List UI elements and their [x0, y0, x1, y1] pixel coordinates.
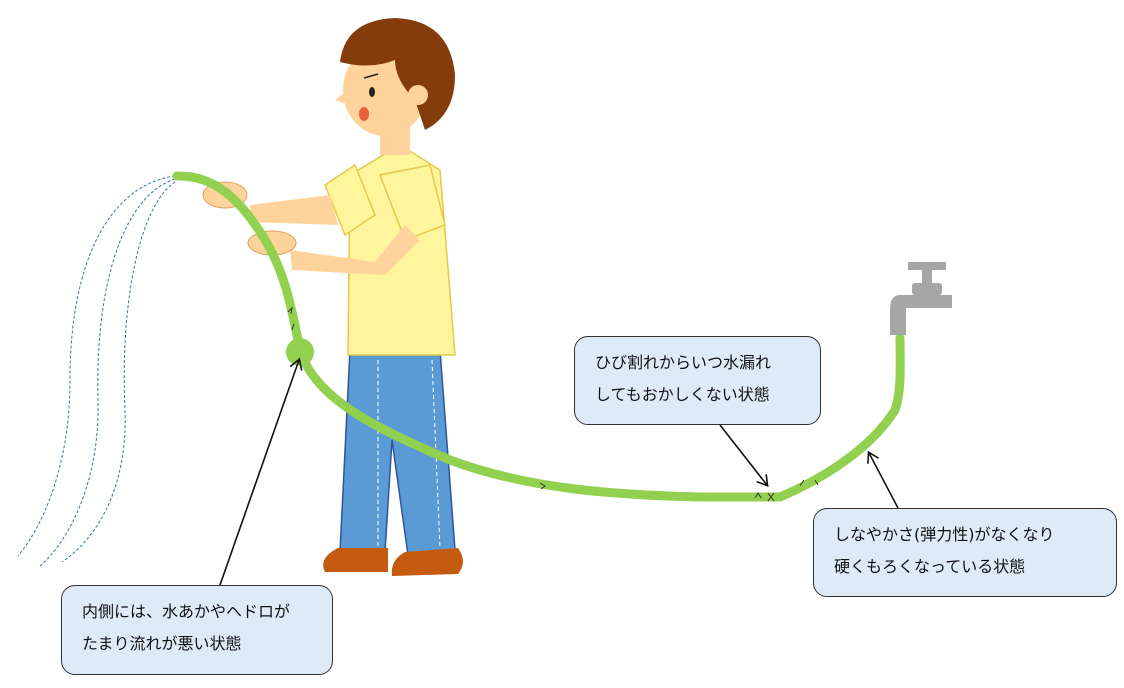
- crack-arrow: [719, 424, 769, 488]
- callout-line: ひび割れからいつ水漏れ: [595, 353, 772, 372]
- callout-line: しなやかさ(弾力性)がなくなり: [834, 525, 1055, 544]
- callout-line: 硬くもろくなっている状態: [834, 557, 1026, 576]
- callout-line: 内側には、水あかやヘドロが: [82, 602, 291, 621]
- faucet: [890, 262, 952, 335]
- water-spray: [17, 175, 176, 567]
- callout-line: してもおかしくない状態: [595, 385, 770, 404]
- person: [202, 18, 463, 576]
- inside-arrow: [219, 357, 303, 586]
- callout-inside: 内側には、水あかやヘドロが たまり流れが悪い状態: [61, 585, 333, 675]
- elasticity-arrow: [867, 450, 899, 509]
- callout-line: たまり流れが悪い状態: [82, 634, 242, 653]
- hose: [172, 171, 905, 502]
- callout-elasticity: しなやかさ(弾力性)がなくなり 硬くもろくなっている状態: [813, 508, 1117, 597]
- callout-crack: ひび割れからいつ水漏れ してもおかしくない状態: [574, 336, 821, 425]
